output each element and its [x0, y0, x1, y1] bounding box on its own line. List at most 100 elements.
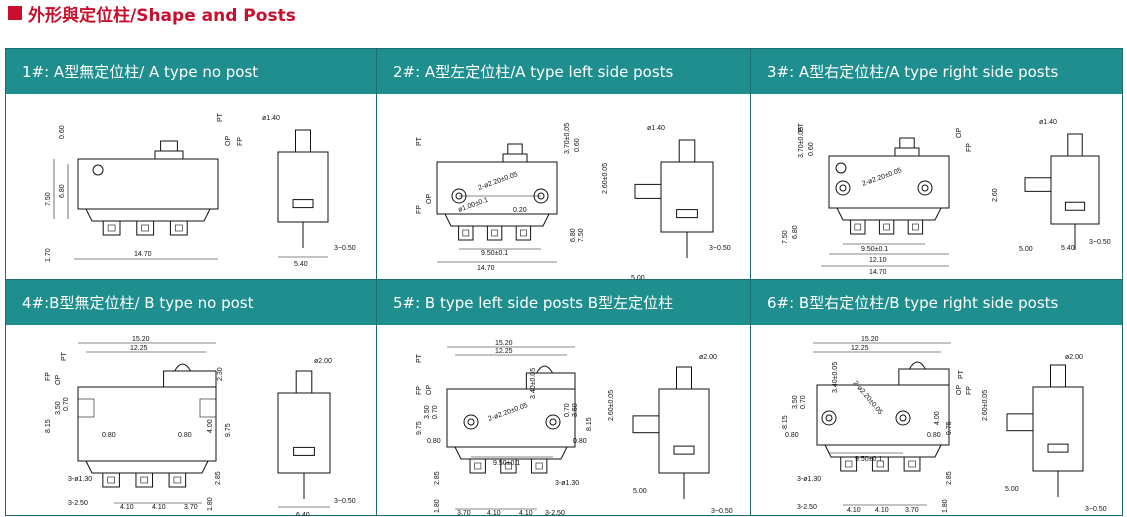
panel-header: 1#: A型無定位柱/ A type no post — [6, 49, 376, 94]
dimension-label: 5.00 — [633, 488, 647, 495]
terminal — [907, 219, 924, 235]
dimension-label: 0.80 — [785, 432, 799, 439]
terminal-hole — [107, 224, 116, 232]
dimension-label: 9.50±0.1 — [861, 246, 888, 253]
base-lip — [85, 208, 211, 222]
dimension-label: 5.00 — [1019, 246, 1033, 253]
dimension-label: 9.75 — [225, 423, 232, 437]
dimension-label: PT — [61, 351, 68, 361]
mount-hole — [835, 162, 847, 174]
locating-post — [1024, 177, 1052, 192]
end-body — [658, 388, 710, 474]
dimension-label: 4.10 — [847, 507, 861, 514]
actuator — [899, 137, 915, 148]
actuator-base — [502, 153, 528, 163]
dimension-label: ø2.00 — [699, 354, 717, 361]
dimension-label: 0.80 — [178, 432, 192, 439]
dimension-label: 5.00 — [1005, 486, 1019, 493]
dimension-label: 3-ø1.30 — [555, 480, 579, 487]
dimension-label: 8.15 — [586, 417, 593, 431]
terminal-hole — [504, 462, 512, 470]
dimension-label: 1.80 — [434, 499, 441, 513]
dimension-label: 6.40 — [296, 512, 310, 516]
switch-body — [446, 388, 576, 448]
dimension-label: 3~0.50 — [709, 245, 731, 252]
terminal-hole — [535, 462, 543, 470]
dimension-label: 3~0.50 — [711, 508, 733, 515]
dimension-label: 4.00 — [207, 419, 214, 433]
dimension-label: 3-2.50 — [68, 500, 88, 507]
terminal-hole — [141, 224, 149, 232]
dimension-label: 2.60±0.05 — [602, 163, 609, 194]
end-slot — [673, 445, 695, 455]
dimension-label: 1.70 — [45, 248, 52, 262]
end-body — [277, 151, 329, 223]
dimension-label: FP — [966, 143, 973, 152]
terminal-hole — [173, 476, 182, 484]
dimension-label: 3.70 — [184, 504, 198, 511]
terminal — [458, 225, 474, 241]
grid-divider — [6, 279, 1122, 280]
dimension-label: 6.80 — [792, 225, 799, 239]
dimension-label: 9.75 — [416, 421, 423, 435]
dimension-label: ø2.00 — [1065, 354, 1083, 361]
end-slot — [1064, 201, 1086, 211]
dimension-label: PT — [958, 369, 965, 379]
dimension-label: 3~0.50 — [334, 498, 356, 505]
terminal — [850, 219, 866, 235]
locating-post — [632, 415, 660, 434]
terminal-hole — [854, 223, 862, 231]
end-actuator — [678, 139, 696, 163]
dimension-label: 3.70 — [457, 510, 471, 516]
locating-post — [634, 183, 662, 199]
locating-post — [1006, 413, 1034, 432]
dimension-label: 2-ø2.20±0.05 — [487, 402, 529, 423]
section-title-text: 外形與定位柱/Shape and Posts — [28, 5, 296, 26]
end-actuator — [1067, 133, 1083, 157]
post-hole-inner — [825, 414, 833, 422]
terminal-hole — [883, 223, 890, 231]
dimension-label: 2.60±0.05 — [982, 390, 989, 421]
drawing-6: 15.2012.253.40±0.052-ø2.20±0.05PTFPOP3.5… — [782, 336, 1107, 514]
dimension-label: 0.80 — [102, 432, 116, 439]
terminal — [515, 225, 532, 241]
panel-header: 6#: B型右定位柱/B type right side posts — [751, 280, 1122, 325]
dimension-label: 3~0.50 — [1085, 506, 1107, 513]
dimension-label: 0.60 — [59, 125, 66, 139]
switch-body — [436, 161, 558, 215]
dimension-label: 3.40±0.05 — [530, 368, 537, 399]
dimension-label: OP — [426, 194, 433, 204]
terminal-hole — [107, 476, 115, 484]
terminal — [500, 458, 517, 474]
terminal — [530, 458, 548, 474]
dimension-label: 8.15 — [45, 419, 52, 433]
terminal-hole — [912, 223, 919, 231]
actuator-housing — [163, 370, 217, 388]
terminal-hole — [491, 229, 498, 237]
dimension-label: 1.80 — [207, 497, 214, 511]
dimension-label: 3~0.50 — [334, 245, 356, 252]
dimension-label: 4.00 — [934, 411, 941, 425]
dimension-label: 0.80 — [573, 438, 587, 445]
terminal — [102, 220, 121, 236]
switch-body — [828, 155, 950, 209]
dimension-label: 3.50 — [572, 403, 579, 417]
switch-body — [77, 158, 219, 210]
dimension-label: 3.50 — [424, 405, 431, 419]
end-slot — [293, 446, 315, 456]
dimension-label: 3.70±0.05 — [564, 123, 571, 154]
dimension-label: 12.25 — [130, 345, 148, 352]
dimension-label: 5.40 — [294, 261, 308, 268]
dimension-label: 2.85 — [946, 471, 953, 485]
terminal-hole — [175, 224, 183, 232]
dimension-label: 9.75 — [946, 421, 953, 435]
dimension-label: 8.15 — [782, 415, 789, 429]
dimension-label: 3-2.50 — [545, 510, 565, 516]
dimension-label: PT — [217, 112, 224, 122]
